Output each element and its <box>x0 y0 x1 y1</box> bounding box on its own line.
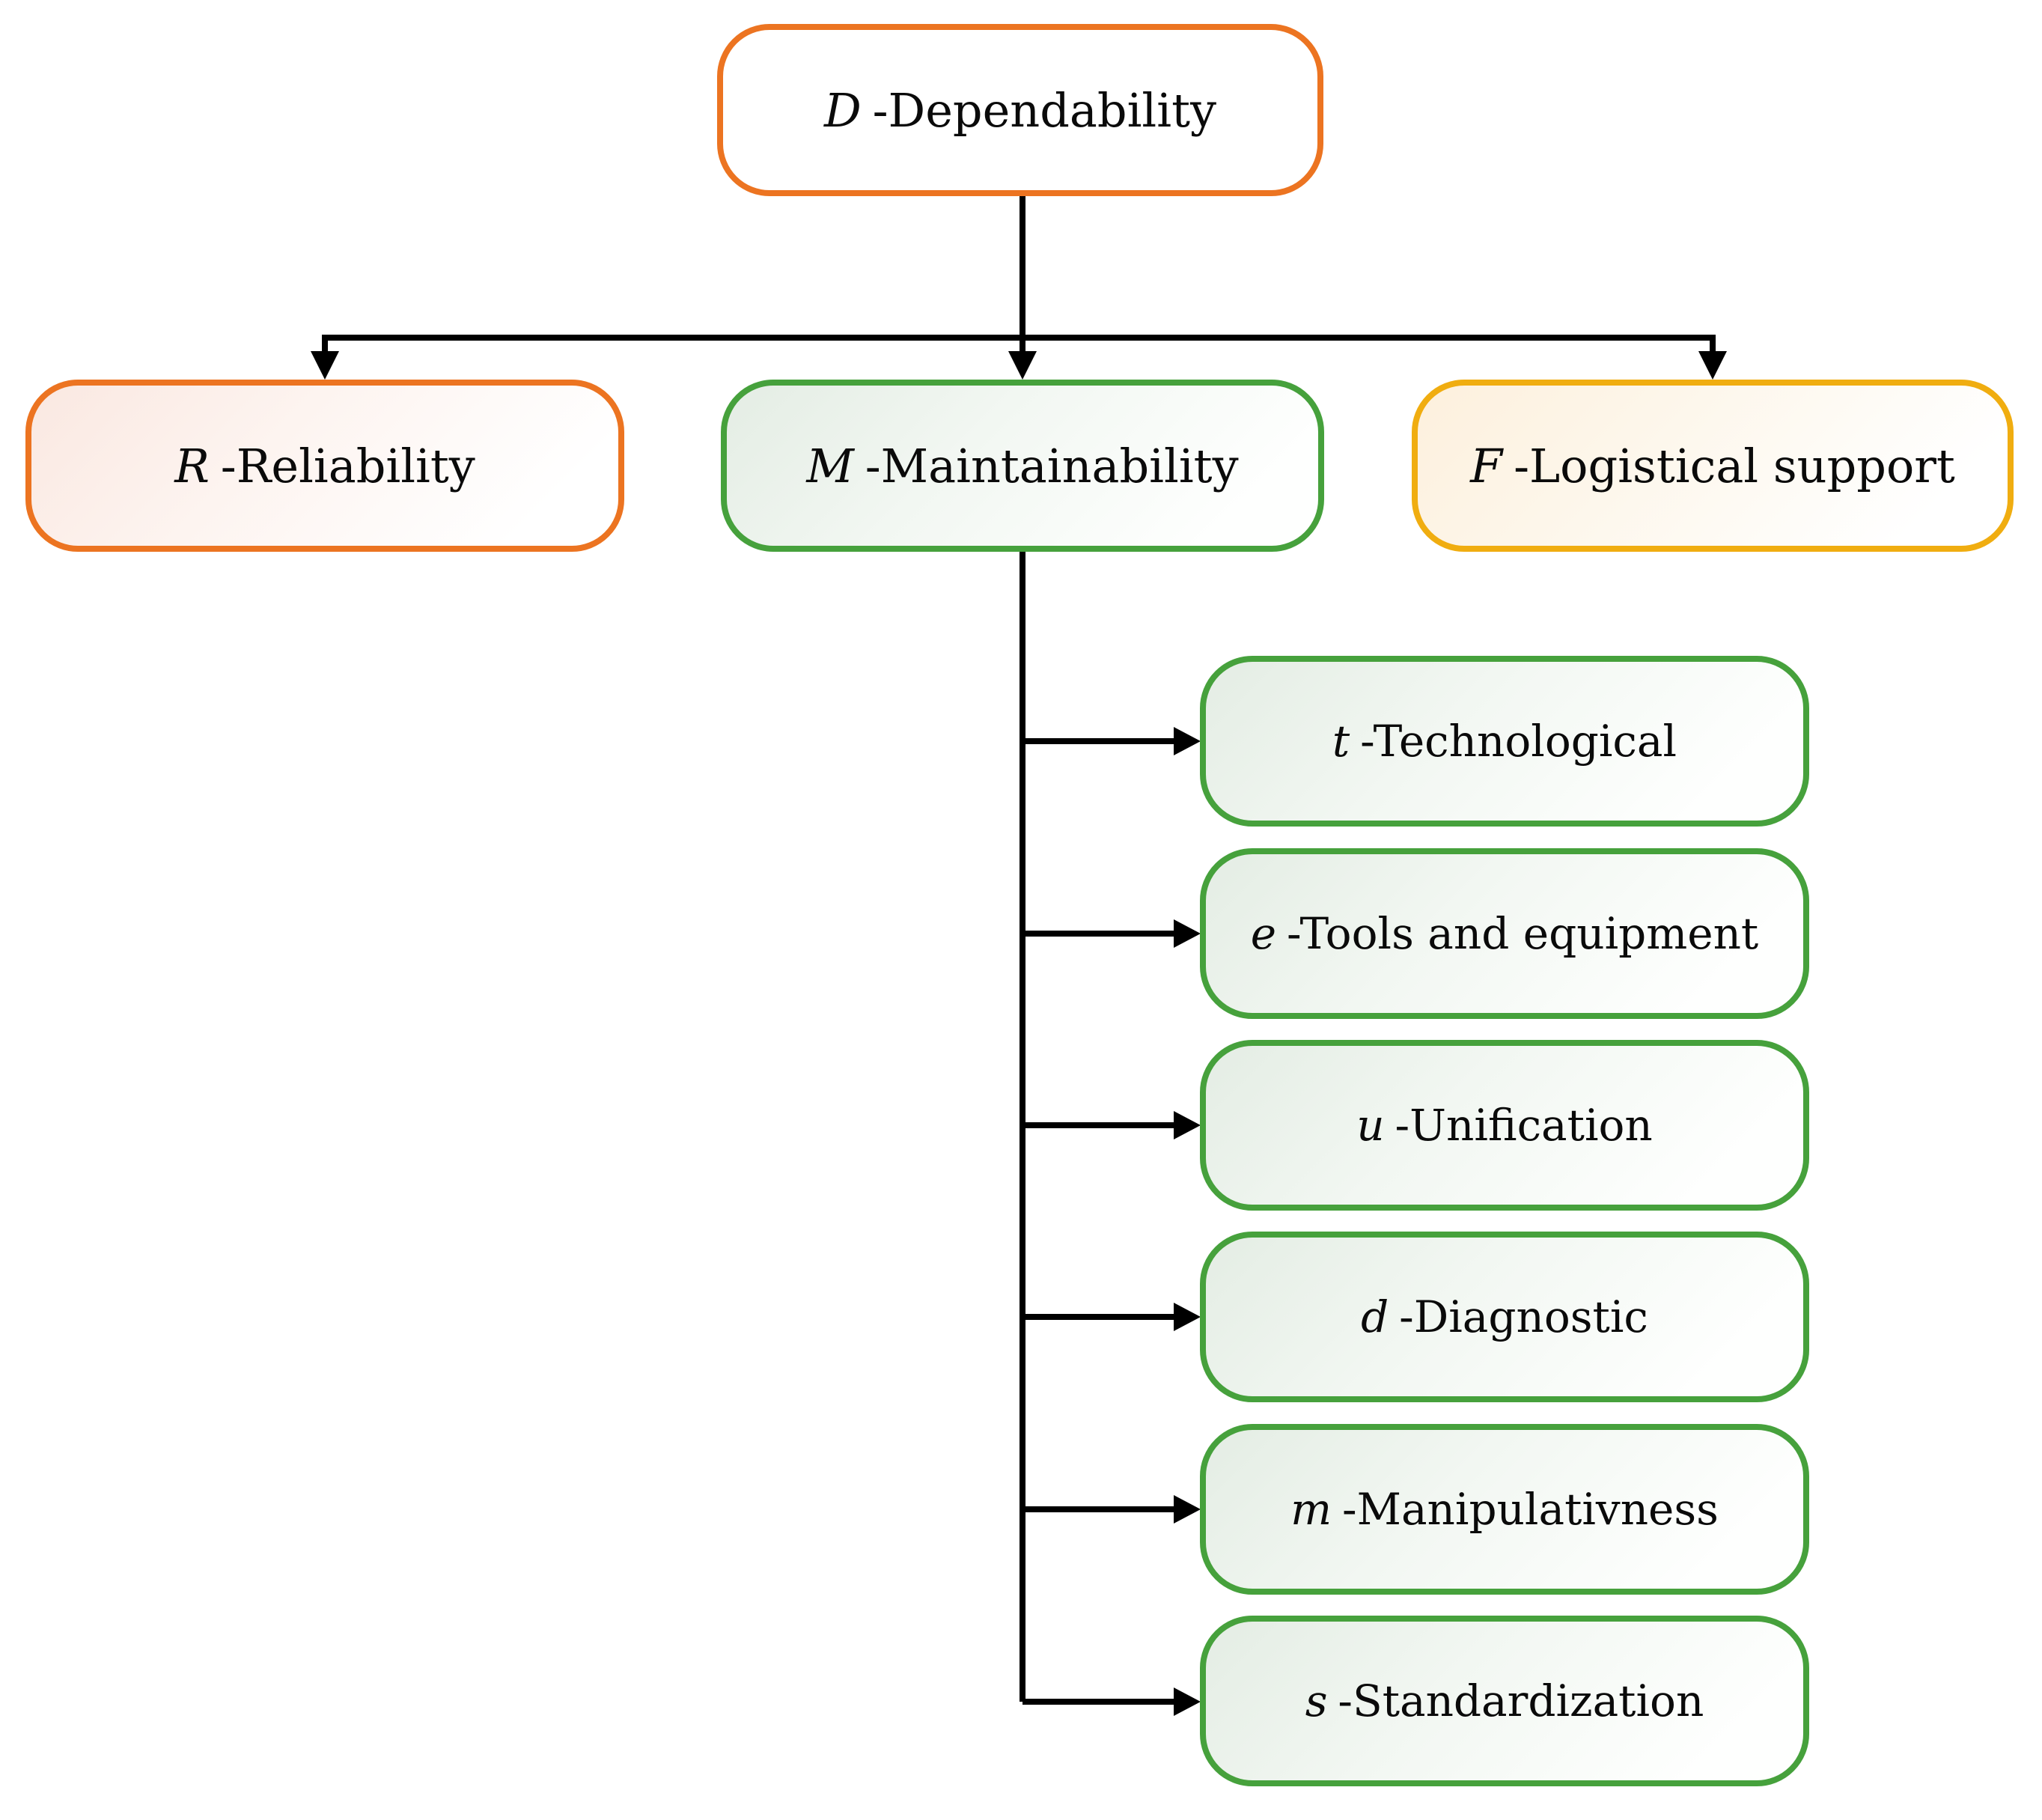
node-letter: t <box>1332 716 1350 767</box>
node-letter: e <box>1250 908 1277 959</box>
arrowhead-right-icon <box>1174 1687 1201 1716</box>
node-label: -Diagnostic <box>1399 1291 1648 1342</box>
node-label: -Technological <box>1360 716 1677 767</box>
arrowhead-right-icon <box>1174 1495 1201 1524</box>
node-label: -Standardization <box>1338 1676 1704 1726</box>
node-unification: u -Unification <box>1200 1040 1809 1211</box>
node-label: -Reliability <box>220 438 475 493</box>
node-technological: t -Technological <box>1200 656 1809 827</box>
arrowhead-right-icon <box>1174 919 1201 948</box>
node-letter: F <box>1470 438 1503 493</box>
arrowhead-right-icon <box>1174 1303 1201 1331</box>
node-label: -Tools and equipment <box>1286 908 1759 959</box>
node-letter: M <box>806 438 854 493</box>
node-label: -Logistical support <box>1514 438 1955 493</box>
arrowhead-down-icon <box>1698 351 1727 380</box>
arrowhead-right-icon <box>1174 727 1201 755</box>
node-letter: s <box>1305 1676 1328 1726</box>
node-standardization: s -Standardization <box>1200 1616 1809 1786</box>
arrowhead-right-icon <box>1174 1111 1201 1139</box>
arrowhead-down-icon <box>1008 351 1037 380</box>
node-letter: m <box>1290 1484 1332 1535</box>
node-letter: D <box>823 82 862 138</box>
node-diagnostic: d -Diagnostic <box>1200 1232 1809 1402</box>
node-label: -Manipulativness <box>1341 1484 1719 1535</box>
node-logistical-support: F -Logistical support <box>1412 380 2014 552</box>
node-maintainability: M -Maintainability <box>721 380 1324 552</box>
node-label: -Unification <box>1395 1100 1653 1151</box>
node-dependability: D -Dependability <box>717 24 1323 196</box>
arrowhead-down-icon <box>311 351 339 380</box>
node-letter: u <box>1356 1100 1385 1151</box>
node-letter: R <box>174 438 210 493</box>
node-reliability: R -Reliability <box>25 380 624 552</box>
node-label: -Maintainability <box>865 438 1239 493</box>
node-tools-and-equipment: e -Tools and equipment <box>1200 848 1809 1019</box>
node-letter: d <box>1361 1291 1389 1342</box>
node-label: -Dependability <box>872 82 1217 138</box>
node-manipulativness: m -Manipulativness <box>1200 1424 1809 1595</box>
